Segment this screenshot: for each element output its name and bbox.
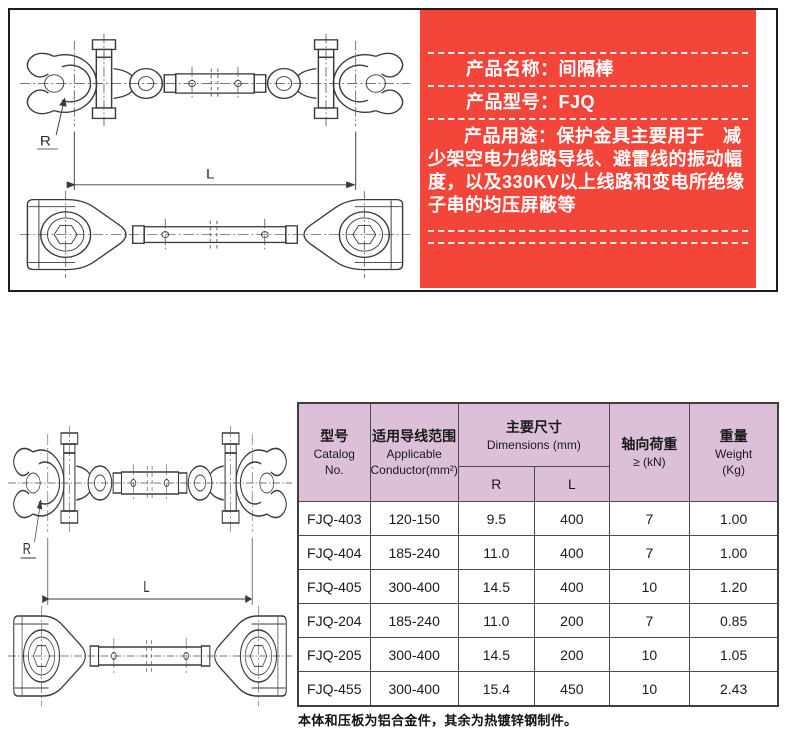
col-header-load-en: ≥ (kN) — [633, 455, 666, 469]
table-row: FJQ-405 300-400 14.5 400 10 1.20 — [297, 569, 779, 604]
cell-model: FJQ-403 — [297, 501, 371, 536]
divider — [428, 118, 748, 120]
col-header-load-zh: 轴向荷重 — [621, 436, 678, 452]
cell-conductor: 300-400 — [369, 569, 459, 604]
col-header-conductor: 适用导线范围 Applicable Conductor(mm²) — [369, 402, 459, 502]
col-header-model-en2: No. — [324, 463, 344, 477]
cell-load: 7 — [608, 603, 690, 638]
cell-l: 400 — [533, 535, 610, 570]
table-row: FJQ-404 185-240 11.0 400 7 1.00 — [297, 535, 779, 570]
cell-model: FJQ-204 — [297, 603, 371, 638]
cell-weight: 2.43 — [688, 671, 779, 707]
cell-l: 400 — [533, 569, 610, 604]
cell-weight: 1.00 — [688, 535, 779, 570]
col-header-load: 轴向荷重 ≥ (kN) — [608, 402, 690, 502]
cell-r: 14.5 — [457, 637, 535, 672]
col-header-model-en1: Catalog — [313, 447, 355, 461]
cell-l: 200 — [533, 603, 610, 638]
table-row: FJQ-205 300-400 14.5 200 10 1.05 — [297, 637, 779, 672]
cell-r: 11.0 — [457, 535, 535, 570]
divider — [428, 52, 748, 54]
col-header-conductor-en2: Conductor(mm²) — [370, 463, 458, 477]
cell-r: 9.5 — [457, 501, 535, 536]
cell-conductor: 120-150 — [369, 501, 459, 536]
col-header-dim-r: R — [457, 466, 535, 502]
col-header-dimensions: 主要尺寸 Dimensions (mm) — [457, 402, 610, 467]
product-name: 产品名称：间隔棒 — [466, 59, 614, 79]
divider — [428, 242, 748, 244]
cell-model: FJQ-405 — [297, 569, 371, 604]
cell-l: 450 — [533, 671, 610, 707]
col-header-weight: 重量 Weight (Kg) — [688, 402, 779, 502]
cell-conductor: 300-400 — [369, 671, 459, 707]
product-usage: 产品用途：保护金具主要用于 减少架空电力线路导线、避雷线的振动幅度，以及330K… — [428, 126, 745, 215]
col-header-dimensions-zh: 主要尺寸 — [505, 418, 562, 435]
cell-model: FJQ-404 — [297, 535, 371, 570]
cell-weight: 0.85 — [688, 603, 779, 638]
cell-r: 11.0 — [457, 603, 535, 638]
divider — [428, 85, 748, 87]
cell-weight: 1.20 — [688, 569, 779, 604]
table-row: FJQ-455 300-400 15.4 450 10 2.43 — [297, 671, 779, 707]
col-header-dim-l-label: L — [567, 476, 576, 492]
col-header-conductor-en1: Applicable — [386, 447, 442, 461]
table-row: FJQ-204 185-240 11.0 200 7 0.85 — [297, 603, 779, 638]
cell-load: 7 — [608, 535, 690, 570]
cell-r: 14.5 — [457, 569, 535, 604]
divider — [428, 230, 748, 232]
col-header-weight-en1: Weight — [715, 447, 753, 461]
table-row: FJQ-403 120-150 9.5 400 7 1.00 — [297, 501, 779, 536]
col-header-dim-r-label: R — [491, 476, 502, 492]
cell-l: 400 — [533, 501, 610, 536]
product-model: 产品型号：FJQ — [466, 92, 596, 112]
cell-r: 15.4 — [457, 671, 535, 707]
cell-load: 10 — [608, 637, 690, 672]
cell-load: 7 — [608, 501, 690, 536]
col-header-dim-l: L — [533, 466, 610, 502]
cell-load: 10 — [608, 671, 690, 707]
cell-model: FJQ-205 — [297, 637, 371, 672]
cell-conductor: 185-240 — [369, 535, 459, 570]
cell-conductor: 300-400 — [369, 637, 459, 672]
spec-table: 型号 Catalog No. 适用导线范围 Applicable Conduct… — [297, 402, 780, 707]
spacer-drawing-bottom — [4, 408, 296, 708]
cell-l: 200 — [533, 637, 610, 672]
col-header-weight-zh: 重量 — [719, 428, 748, 444]
cell-weight: 1.00 — [688, 501, 779, 536]
material-note: 本体和压板为铝合金件，其余为热镀锌钢制件。 — [298, 713, 578, 728]
col-header-weight-en2: (Kg) — [722, 463, 745, 477]
cell-load: 10 — [608, 569, 690, 604]
cell-conductor: 185-240 — [369, 603, 459, 638]
col-header-model-zh: 型号 — [320, 428, 349, 444]
col-header-model: 型号 Catalog No. — [297, 402, 371, 502]
spacer-drawing-top — [14, 18, 416, 280]
info-box: 产品名称：间隔棒 产品型号：FJQ 产品用途：保护金具主要用于 减少架空电力线路… — [420, 10, 756, 288]
cell-weight: 1.05 — [688, 637, 779, 672]
cell-model: FJQ-455 — [297, 671, 371, 707]
col-header-dimensions-en: Dimensions (mm) — [486, 437, 581, 452]
col-header-conductor-zh: 适用导线范围 — [372, 428, 457, 444]
